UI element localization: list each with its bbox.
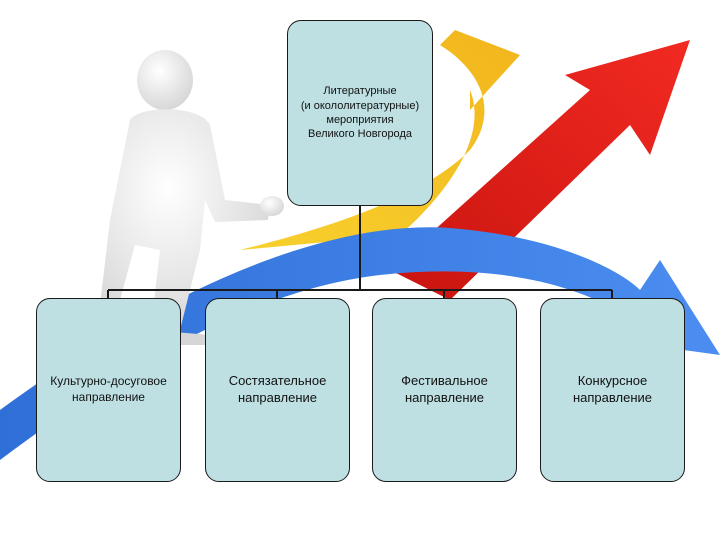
child-node-competitive: Состязательное направление [205, 298, 350, 482]
yellow-arrow [240, 30, 520, 250]
child-node-label: Культурно-досуговое направление [50, 374, 167, 404]
child-node-contest: Конкурсное направление [540, 298, 685, 482]
child-node-cultural: Культурно-досуговое направление [36, 298, 181, 482]
root-node-label: Литературные (и окололитературные) мероп… [300, 85, 420, 141]
child-node-label: Фестивальное направление [401, 373, 488, 405]
child-node-label: Состязательное направление [228, 373, 327, 405]
connector-lines [107, 206, 613, 298]
child-node-festival: Фестивальное направление [372, 298, 517, 482]
root-node: Литературные (и окололитературные) мероп… [287, 20, 433, 206]
child-node-label: Конкурсное направление [572, 373, 652, 405]
